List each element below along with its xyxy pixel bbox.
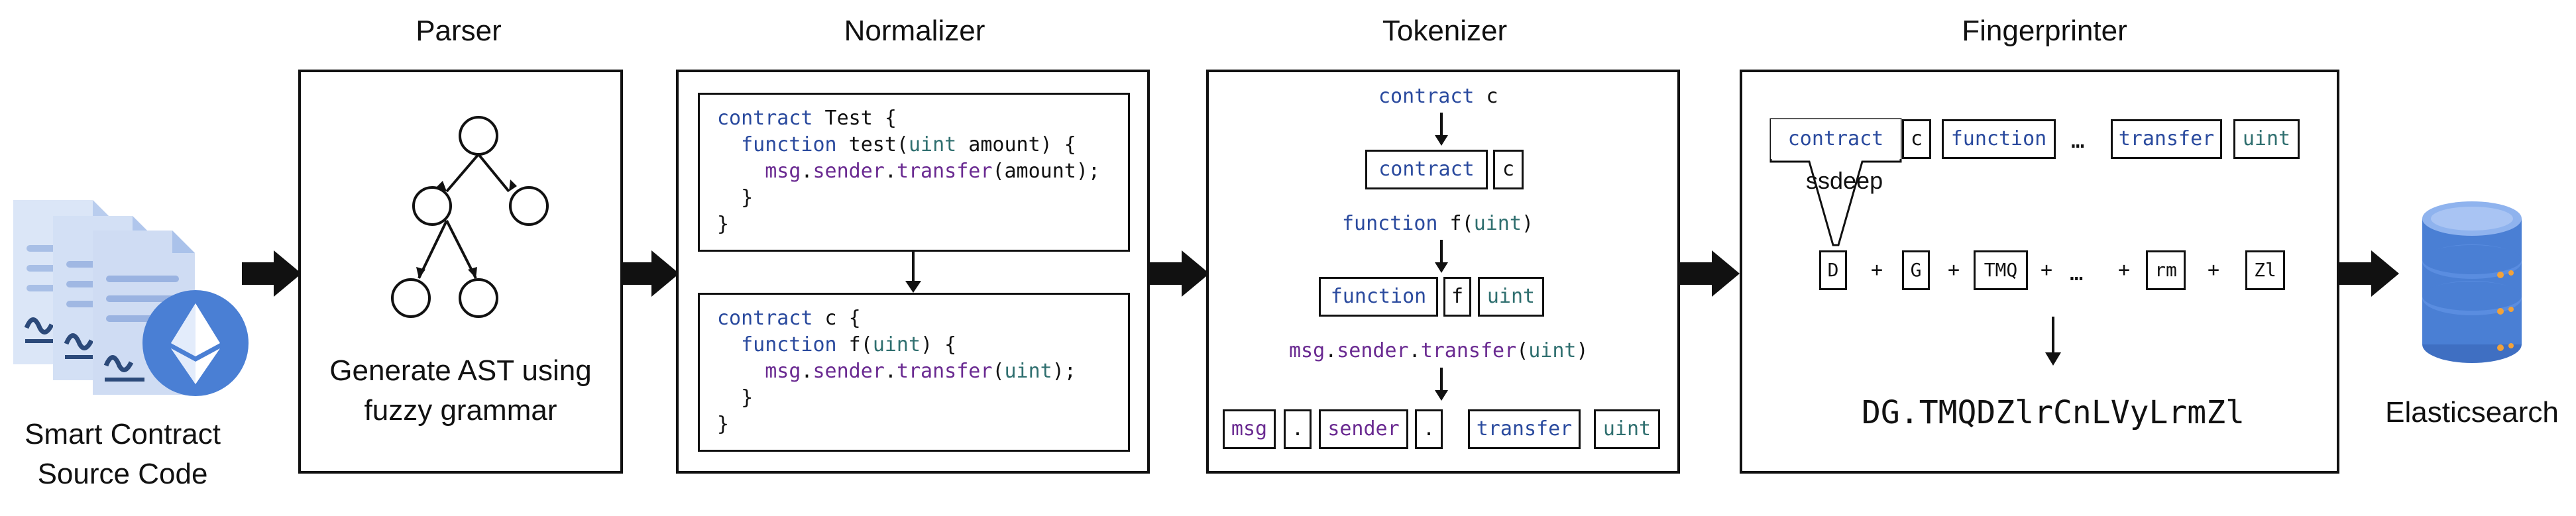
normalize-down-arrow [905,252,921,293]
fp-token-uint: uint [2233,119,2300,159]
kw-contract: contract [717,107,813,130]
token-c: c [1493,150,1524,189]
token-uint-2: uint [1594,409,1660,449]
tokenizer-line-contract: contract c [1378,85,1498,108]
stage-title-parser: Parser [416,15,502,47]
arrow-input-to-parser [242,250,302,297]
arrow-normalizer-to-tokenizer [1150,250,1209,297]
arrow-fingerprinter-to-elasticsearch [2339,250,2399,297]
code-after-normalization: contract c { function f(uint) { msg.send… [698,293,1130,452]
ssdeep-label: ssdeep [1806,167,1883,194]
hash-plus-2: + [1947,258,1960,282]
fp-token-transfer: transfer [2111,119,2222,159]
tokenizer-line-transfer: msg.sender.transfer(uint) [1289,339,1589,362]
fp-token-function: function [1942,119,2056,159]
ethereum-logo-icon [142,290,249,396]
input-label-line2: Source Code [37,458,208,490]
code-before-normalization: contract Test { function test(uint amoun… [698,93,1130,252]
hash-seg-G: G [1902,250,1930,290]
token-transfer: transfer [1468,409,1581,449]
parser-caption-line1: Generate AST using [329,354,592,387]
hash-seg-TMQ: TMQ [1974,250,2028,290]
token-function: function [1319,277,1438,317]
input-label-line1: Smart Contract [25,418,221,450]
hash-ellipsis: … [2070,260,2084,286]
token-dot-1: . [1284,409,1312,449]
hash-seg-Zl: Zl [2245,250,2285,290]
fp-token-contract: contract [1771,119,1901,159]
stage-title-normalizer: Normalizer [844,15,985,47]
token-msg: msg [1223,409,1276,449]
token-uint: uint [1478,277,1544,317]
token-contract: contract [1365,150,1488,189]
token-sender: sender [1319,409,1408,449]
tokenizer-arrow-1 [1435,113,1448,146]
tokenizer-arrow-3 [1435,368,1448,401]
tokenizer-line-function: function f(uint) [1342,212,1534,235]
hash-seg-D: D [1819,250,1847,290]
ast-tree-icon [391,116,549,318]
stage-title-fingerprinter: Fingerprinter [1962,15,2127,47]
arrow-parser-to-normalizer [620,250,679,297]
fingerprint-result: DG.TMQDZlrCnLVyLrmZl [1862,394,2245,431]
hash-plus-3: + [2040,258,2053,282]
parser-caption-line2: fuzzy grammar [364,394,557,427]
arrow-tokenizer-to-fingerprinter [1680,250,1740,297]
fingerprint-down-arrow [2045,317,2061,366]
hash-plus-1: + [1870,258,1883,282]
hash-seg-rm: rm [2146,250,2186,290]
source-documents-icon [13,200,249,396]
hash-plus-4: + [2117,258,2131,282]
fp-token-c: c [1902,119,1931,159]
database-icon [2422,201,2522,363]
fp-token-ellipsis: … [2071,127,2085,154]
token-f: f [1443,277,1471,317]
hash-plus-5: + [2207,258,2220,282]
stage-title-tokenizer: Tokenizer [1382,15,1508,47]
token-dot-2: . [1415,409,1443,449]
elasticsearch-label: Elasticsearch [2385,396,2559,429]
tokenizer-arrow-2 [1435,240,1448,273]
